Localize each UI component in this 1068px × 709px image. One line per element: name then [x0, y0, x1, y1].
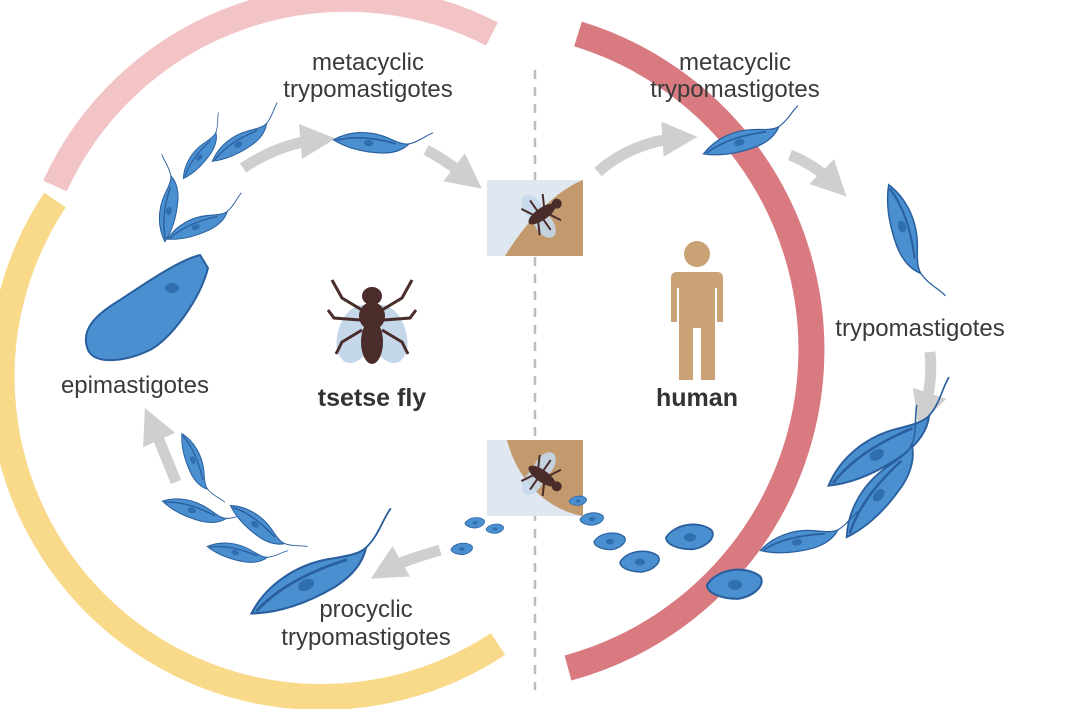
arrow-icon	[423, 145, 482, 189]
arrow-icon	[594, 121, 698, 177]
fly-biting-skin-icon	[487, 180, 583, 256]
stage-label-trypomastigotes: trypomastigotes	[835, 315, 1004, 342]
host-label-human: human	[656, 384, 738, 412]
stage-label-epimastigotes: epimastigotes	[61, 372, 209, 399]
trypanosome-icon	[579, 512, 604, 526]
salivary-gland-arc	[43, 0, 498, 192]
trypanosome-icon	[450, 542, 473, 556]
trypanosome-icon	[485, 523, 504, 534]
stage-label-procyclic-line1: procyclic	[319, 596, 412, 623]
trypanosome-icon	[619, 550, 660, 573]
stage-label-human-metacyclic-line1: metacyclic	[679, 49, 791, 76]
trypanosome-nucleus	[165, 283, 179, 293]
arrow-icon	[787, 149, 847, 197]
trypanosome-icon	[665, 523, 714, 551]
stage-label-procyclic-line2: trypomastigotes	[281, 624, 450, 651]
fly-gut-arc	[0, 192, 506, 709]
fly-biting-skin-icon	[487, 440, 583, 516]
tsetse-fly-icon	[326, 279, 418, 364]
stage-label-fly-metacyclic-line2: trypomastigotes	[283, 76, 452, 103]
arrow-icon	[912, 351, 947, 427]
trypanosome-icon	[331, 118, 434, 162]
arrow-icon	[239, 123, 336, 173]
arrow-icon	[143, 407, 182, 485]
trypanosome-icon	[879, 176, 947, 306]
human-icon	[671, 241, 723, 380]
stage-label-human-metacyclic-line2: trypomastigotes	[650, 76, 819, 103]
trypanosome-icon	[84, 253, 210, 362]
host-label-tsetse-fly: tsetse fly	[318, 384, 426, 412]
trypanosome-icon	[464, 517, 485, 529]
blood-label: blood	[827, 12, 891, 69]
fly-gut-label: fly gut	[68, 630, 125, 700]
trypanosome-icon	[175, 427, 226, 511]
blood-arc	[564, 21, 825, 681]
arrow-icon	[370, 544, 442, 579]
trypanosome-icon	[593, 532, 626, 551]
stage-label-fly-metacyclic-line1: metacyclic	[312, 49, 424, 76]
